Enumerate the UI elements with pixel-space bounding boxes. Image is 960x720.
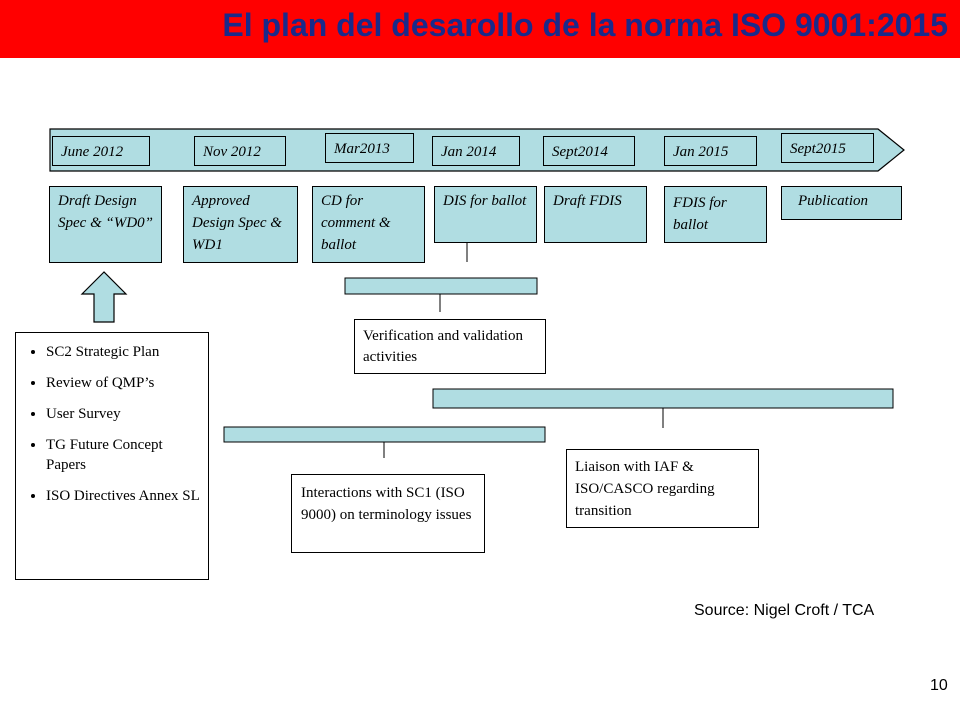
date-jan-2014: Jan 2014 (432, 136, 520, 166)
list-item: ISO Directives Annex SL (46, 486, 200, 506)
page-number: 10 (930, 677, 948, 694)
interactions-box: Interactions with SC1 (ISO 9000) on term… (291, 474, 485, 553)
stage-cd-for-comment: CD for comment & ballot (312, 186, 425, 263)
list-item: SC2 Strategic Plan (46, 342, 200, 362)
brace-verification (344, 277, 538, 295)
title-bar: El plan del desarollo de la norma ISO 90… (0, 0, 960, 58)
date-sept-2014: Sept2014 (543, 136, 635, 166)
page-title: El plan del desarollo de la norma ISO 90… (222, 7, 948, 43)
date-sept-2015: Sept2015 (781, 133, 874, 163)
list-item: User Survey (46, 404, 200, 424)
stage-approved-design-spec: Approved Design Spec & WD1 (183, 186, 298, 263)
up-arrow (80, 271, 128, 323)
stage-draft-fdis: Draft FDIS (544, 186, 647, 243)
stage-publication: Publication (781, 186, 902, 220)
brace-interactions (223, 426, 546, 443)
stage-draft-design-spec: Draft Design Spec & “WD0” (49, 186, 162, 263)
list-item: TG Future Concept Papers (46, 435, 200, 475)
inputs-list: SC2 Strategic Plan Review of QMP’s User … (24, 342, 200, 506)
stage-dis-for-ballot: DIS for ballot (434, 186, 537, 243)
liaison-box: Liaison with IAF & ISO/CASCO regarding t… (566, 449, 759, 528)
verification-box: Verification and validation activities (354, 319, 546, 374)
stage-fdis-for-ballot: FDIS for ballot (664, 186, 767, 243)
brace-liaison (432, 388, 894, 409)
inputs-list-box: SC2 Strategic Plan Review of QMP’s User … (15, 332, 209, 580)
list-item: Review of QMP’s (46, 373, 200, 393)
date-mar-2013: Mar2013 (325, 133, 414, 163)
source-caption: Source: Nigel Croft / TCA (694, 602, 875, 619)
date-jan-2015: Jan 2015 (664, 136, 757, 166)
date-nov-2012: Nov 2012 (194, 136, 286, 166)
date-june-2012: June 2012 (52, 136, 150, 166)
